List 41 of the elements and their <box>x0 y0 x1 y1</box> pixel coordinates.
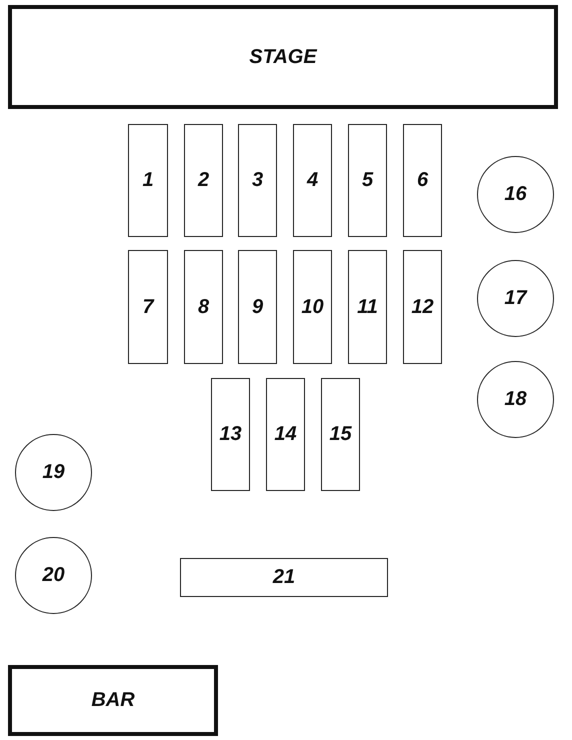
table <box>293 124 332 237</box>
table-number: 10 <box>301 296 324 318</box>
table <box>266 378 305 491</box>
table-number: 2 <box>198 169 210 192</box>
table-number: 21 <box>272 566 296 589</box>
stage-area <box>8 5 558 109</box>
table-number: 13 <box>219 423 242 446</box>
table <box>348 250 387 364</box>
table <box>403 124 442 237</box>
table <box>184 250 223 364</box>
table <box>128 250 168 364</box>
table <box>293 250 332 364</box>
table <box>348 124 387 237</box>
table-number: 1 <box>142 169 154 192</box>
table-number: 5 <box>362 169 374 192</box>
table <box>238 250 277 364</box>
table <box>238 124 277 237</box>
table <box>128 124 168 237</box>
table-number: 4 <box>306 169 318 192</box>
stage-label: STAGE <box>249 46 317 68</box>
table-number: 14 <box>274 423 297 446</box>
table <box>403 250 442 364</box>
table-number: 9 <box>252 296 264 318</box>
table-number: 20 <box>42 564 65 587</box>
table-number: 6 <box>416 169 428 192</box>
table-number: 8 <box>198 296 210 318</box>
table <box>184 124 223 237</box>
table <box>321 378 360 491</box>
table-number: 15 <box>329 423 352 446</box>
table-number: 17 <box>504 287 527 310</box>
bar-label: BAR <box>91 689 135 712</box>
table-number: 19 <box>42 461 65 484</box>
table-number: 3 <box>252 169 264 192</box>
long-table <box>180 558 388 597</box>
table-number: 16 <box>504 183 527 206</box>
table-number: 7 <box>142 296 154 318</box>
table-number: 11 <box>357 296 378 318</box>
bar-area <box>8 665 218 736</box>
table-number: 18 <box>504 388 527 411</box>
table-number: 12 <box>411 296 434 318</box>
table <box>211 378 250 491</box>
